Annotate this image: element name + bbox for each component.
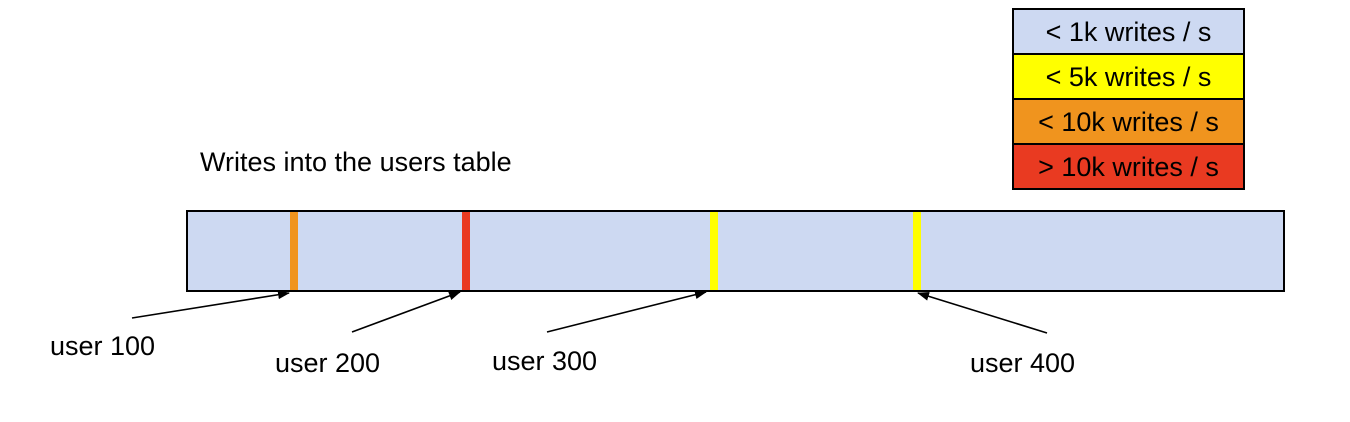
- label-arrow: [917, 291, 1048, 334]
- hotspot-stripe-user-400: [913, 212, 921, 290]
- label-arrow: [546, 290, 707, 333]
- legend: < 1k writes / s < 5k writes / s < 10k wr…: [1012, 8, 1245, 190]
- user-label-200: user 200: [275, 348, 381, 378]
- label-arrow: [351, 291, 461, 333]
- hotspot-stripe-user-200: [462, 212, 470, 290]
- diagram-title: Writes into the users table: [200, 147, 512, 177]
- legend-item-lt-10k: < 10k writes / s: [1012, 98, 1245, 145]
- user-label-400: user 400: [970, 348, 1076, 378]
- hotspot-stripe-user-100: [290, 212, 298, 290]
- legend-item-lt-5k: < 5k writes / s: [1012, 53, 1245, 100]
- legend-item-gt-10k: > 10k writes / s: [1012, 143, 1245, 190]
- legend-item-lt-1k: < 1k writes / s: [1012, 8, 1245, 55]
- label-arrow: [131, 290, 290, 319]
- user-label-100: user 100: [50, 331, 156, 361]
- hotspot-stripe-user-300: [710, 212, 718, 290]
- users-table-bar: [186, 210, 1285, 292]
- user-label-300: user 300: [492, 346, 598, 376]
